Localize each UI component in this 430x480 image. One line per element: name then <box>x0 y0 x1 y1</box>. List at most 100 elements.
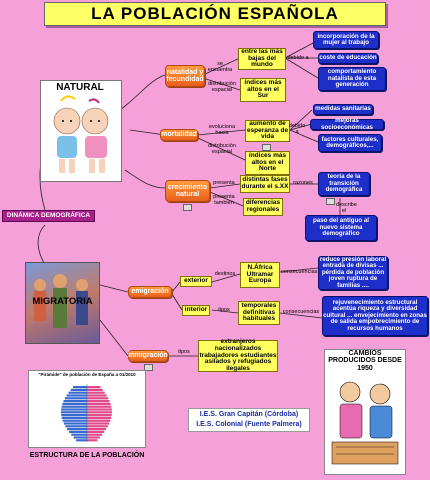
pyramid-bar-left <box>61 411 87 414</box>
conn-consecuencias-2: consecuencias <box>282 309 320 315</box>
main-node-dinamica: DINÁMICA DEMOGRÁFICA <box>2 210 95 222</box>
pyramid-bar-right <box>87 394 107 397</box>
babies-illustration <box>53 95 109 173</box>
pyramid-bar-right <box>87 408 112 411</box>
conn-debido-a-2: debido a <box>288 123 306 135</box>
node-mort-2: mejoras socioeconómicas <box>310 117 384 130</box>
pyramid-bar-left <box>63 422 87 425</box>
pyramid-bar-right <box>87 388 103 391</box>
pyramid-bar-left <box>73 436 87 439</box>
conn-debido-a: debido a <box>287 55 309 61</box>
pyramid-caption: ESTRUCTURA DE LA POBLACIÓN <box>29 451 145 459</box>
conn-describe: describe el <box>336 202 357 214</box>
pyramid-bar-left <box>62 419 87 422</box>
pyramid-bar-right <box>87 419 111 422</box>
node-indices-norte: índices más altos en el Norte <box>245 151 290 175</box>
node-indices-sur: índices más altos en el Sur <box>240 78 286 102</box>
natural-label: NATURAL <box>56 81 104 93</box>
cartoon-illustration <box>331 381 399 465</box>
pyramid-bar-right <box>87 414 112 417</box>
pyramid-bar-right <box>87 433 103 436</box>
conn-presenta-tambien: presenta también <box>213 194 235 206</box>
pyramid-bar-right <box>87 397 109 400</box>
conn-destinos: destinos <box>214 271 236 277</box>
pyramid-bar-left <box>64 397 87 400</box>
node-interior: interior <box>182 305 210 316</box>
node-fases: distintas fases durante el s.XX <box>240 175 290 193</box>
pyramid-title: "Pirámide" de población de España a 01/2… <box>38 372 136 377</box>
link-icon[interactable] <box>262 144 271 151</box>
conn-se-encuentra: se encuentra <box>207 61 233 73</box>
pyramid-bar-right <box>87 391 105 394</box>
conn-tipos-2: tipos <box>178 349 190 355</box>
node-mort-1: medidas sanitarias <box>313 104 373 115</box>
pyramid-bar-left <box>65 425 87 428</box>
node-causa-3: comportamiento natalista de esta generac… <box>318 67 386 91</box>
pyramid-bar-left <box>66 394 87 397</box>
node-crecimiento: crecimiento natural <box>165 180 210 202</box>
conn-razones: razones <box>293 180 313 186</box>
link-icon[interactable] <box>326 198 335 205</box>
pyramid-bar-right <box>87 439 98 442</box>
conn-presenta: presenta <box>213 180 235 186</box>
pyramid-bar-left <box>68 391 87 394</box>
pyramid-bar-right <box>87 402 111 405</box>
node-consecuencias-int: rejuvenecimiento estructural acentúa riq… <box>322 296 428 336</box>
node-teoria: teoría de la transición demográfica <box>318 172 370 196</box>
pyramid-bar-right <box>87 428 107 431</box>
pyramid-bar-left <box>70 388 87 391</box>
node-temporales: temporales definitivas habituales <box>238 301 280 325</box>
pyramid-bar-left <box>69 430 87 433</box>
node-natalidad: natalidad y fecundidad <box>165 65 205 87</box>
natural-image <box>40 80 122 182</box>
conn-distribucion: distribución espacial <box>208 81 236 93</box>
node-paso: paso del antiguo al nuevo sistema demogr… <box>305 215 377 241</box>
credit-1: I.E.S. Gran Capitán (Córdoba) <box>199 411 299 419</box>
node-mortalidad: mortalidad <box>160 129 198 141</box>
node-inmigrantes: extranjeros nacionalizados trabajadores … <box>198 337 278 373</box>
conn-consecuencias: consecuencias <box>281 269 318 275</box>
pyramid-bar-left <box>71 433 87 436</box>
pyramid-bar-left <box>62 402 87 405</box>
node-emigracion: emigración <box>128 286 172 298</box>
node-mort-3: factores culturales, demográficos,... <box>318 134 382 152</box>
pyramid-bar-right <box>87 411 112 414</box>
pyramid-bar-right <box>87 436 100 439</box>
credit-2: I.E.S. Colonial (Fuente Palmera) <box>196 421 302 429</box>
pyramid-bar-left <box>61 414 87 417</box>
pyramid-bar-left <box>76 439 87 442</box>
node-destinos: N.África Ultramar Europa <box>240 262 280 288</box>
credits-box <box>188 408 310 432</box>
node-causa-2: coste de educación <box>318 53 378 64</box>
pyramid-bar-right <box>87 400 110 403</box>
pyramid-bar-left <box>61 416 87 419</box>
pyramid-bar-right <box>87 405 112 408</box>
pyramid-bar-right <box>87 416 112 419</box>
pyramid-bar-right <box>87 422 110 425</box>
link-icon[interactable] <box>144 364 153 371</box>
pyramid-bar-right <box>87 430 105 433</box>
pyramid-bar-left <box>61 405 87 408</box>
conn-distribucion-2: distribución espacial <box>208 143 236 155</box>
pyramid-bar-right <box>87 425 108 428</box>
pyramid-chart <box>61 384 112 442</box>
pyramid-bar-right <box>87 386 101 389</box>
node-entre-bajas: entre las más bajas del mundo <box>238 48 286 70</box>
link-icon[interactable] <box>183 204 192 211</box>
conn-evoluciona: evoluciona hacia <box>208 124 236 136</box>
title-box <box>44 2 386 26</box>
migrants-illustration <box>34 274 88 328</box>
pyramid-bar-left <box>63 400 87 403</box>
node-esperanza: aumento de esperanza de vida <box>245 119 290 142</box>
node-diferencias: diferencias regionales <box>243 198 283 216</box>
node-causa-1: incorporación de la mujer al trabajo <box>313 31 379 49</box>
pyramid-bar-left <box>61 408 87 411</box>
node-inmigracion: inmigración <box>128 350 168 362</box>
pyramid-bar-left <box>73 386 87 389</box>
cartoon-caption: CAMBIOS PRODUCIDOS DESDE 1950 <box>328 349 402 372</box>
node-consecuencias-ext: reduce presión laboral entrada de divisa… <box>318 255 388 290</box>
pyramid-bar-left <box>67 428 87 431</box>
node-exterior: exterior <box>180 276 212 287</box>
migratoria-label: MIGRATORIA <box>32 296 93 308</box>
